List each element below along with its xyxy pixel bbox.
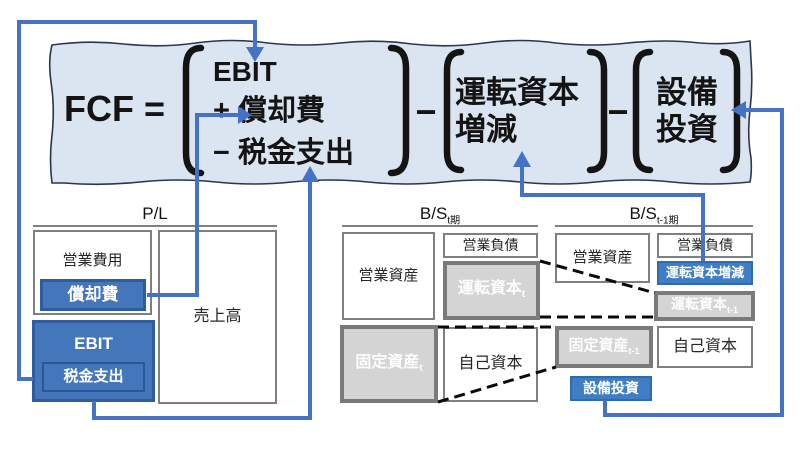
- equity-t-label: 自己資本: [458, 355, 523, 373]
- operating-liabilities-t1-box: 営業負債: [657, 233, 753, 258]
- tax-payment-label: 税金支出: [63, 368, 124, 386]
- capex-box: 設備投資: [570, 376, 652, 401]
- formula-capex-line1: 設備: [656, 75, 718, 110]
- equity-t1-label: 自己資本: [672, 337, 737, 355]
- bs-prior-underline: [555, 225, 753, 227]
- fixed-assets-t-label: 固定資産t: [355, 353, 423, 374]
- fixed-assets-t1-box: 固定資産t-1: [555, 326, 653, 368]
- ebit-label: EBIT: [74, 334, 113, 353]
- working-capital-t1-label: 運転資本t-1: [671, 296, 738, 316]
- pl-title-text: P/L: [142, 204, 168, 223]
- operating-liabilities-t-box: 営業負債: [443, 233, 538, 258]
- formula-ebit: EBIT: [213, 56, 277, 87]
- bs-prior-title-text: B/S: [629, 204, 657, 223]
- formula-lhs: FCF =: [64, 88, 166, 129]
- operating-assets-t-label: 営業資産: [358, 267, 419, 285]
- operating-assets-t-box: 営業資産: [342, 232, 435, 320]
- working-capital-t-box: 運転資本t: [443, 261, 540, 320]
- working-capital-change-box: 運転資本増減: [657, 261, 753, 285]
- tax-payment-box: 税金支出: [42, 362, 145, 392]
- sales-label: 売上高: [193, 307, 242, 325]
- pl-title: P/L: [33, 204, 277, 224]
- formula-wc-change: 増減: [455, 112, 517, 147]
- bs-current-period-subscript: t期: [447, 215, 461, 227]
- paren-open-2: [443, 48, 465, 174]
- operating-liabilities-t1-label: 営業負債: [677, 237, 733, 254]
- fixed-assets-t1-label: 固定資産t-1: [568, 337, 640, 357]
- formula-working-capital: 運転資本: [455, 75, 579, 110]
- formula-operator-2: −: [607, 91, 629, 132]
- formula-minus-tax: − 税金支出: [213, 137, 354, 169]
- fixed-assets-t-box: 固定資産t: [340, 325, 438, 403]
- operating-assets-t1-label: 営業資産: [572, 249, 633, 267]
- working-capital-t1-box: 運転資本t-1: [654, 291, 755, 321]
- operating-expenses-label: 営業費用: [62, 252, 123, 269]
- formula-plus-depreciation: + 償却費: [213, 95, 325, 127]
- sales-box: 売上高: [158, 230, 277, 404]
- bs-current-title: B/St期: [342, 204, 538, 226]
- depreciation-box: 償却費: [40, 279, 146, 311]
- operating-assets-t1-box: 営業資産: [555, 233, 650, 283]
- equity-t-box: 自己資本: [443, 327, 538, 402]
- formula-capex-line2: 投資: [656, 112, 718, 147]
- operating-liabilities-t-label: 営業負債: [462, 237, 519, 254]
- bs-prior-title: B/St-1期: [555, 204, 753, 226]
- pl-title-underline: [33, 225, 277, 227]
- depreciation-label: 償却費: [67, 285, 119, 305]
- paren-close-1: [387, 44, 410, 177]
- equity-t1-box: 自己資本: [657, 326, 753, 368]
- working-capital-t-label: 運転資本t: [457, 280, 526, 301]
- bs-current-underline: [342, 225, 538, 227]
- working-capital-change-label: 運転資本増減: [665, 264, 744, 280]
- formula-operator-1: −: [415, 91, 437, 132]
- capex-label: 設備投資: [583, 380, 639, 397]
- bs-current-title-text: B/S: [419, 204, 448, 223]
